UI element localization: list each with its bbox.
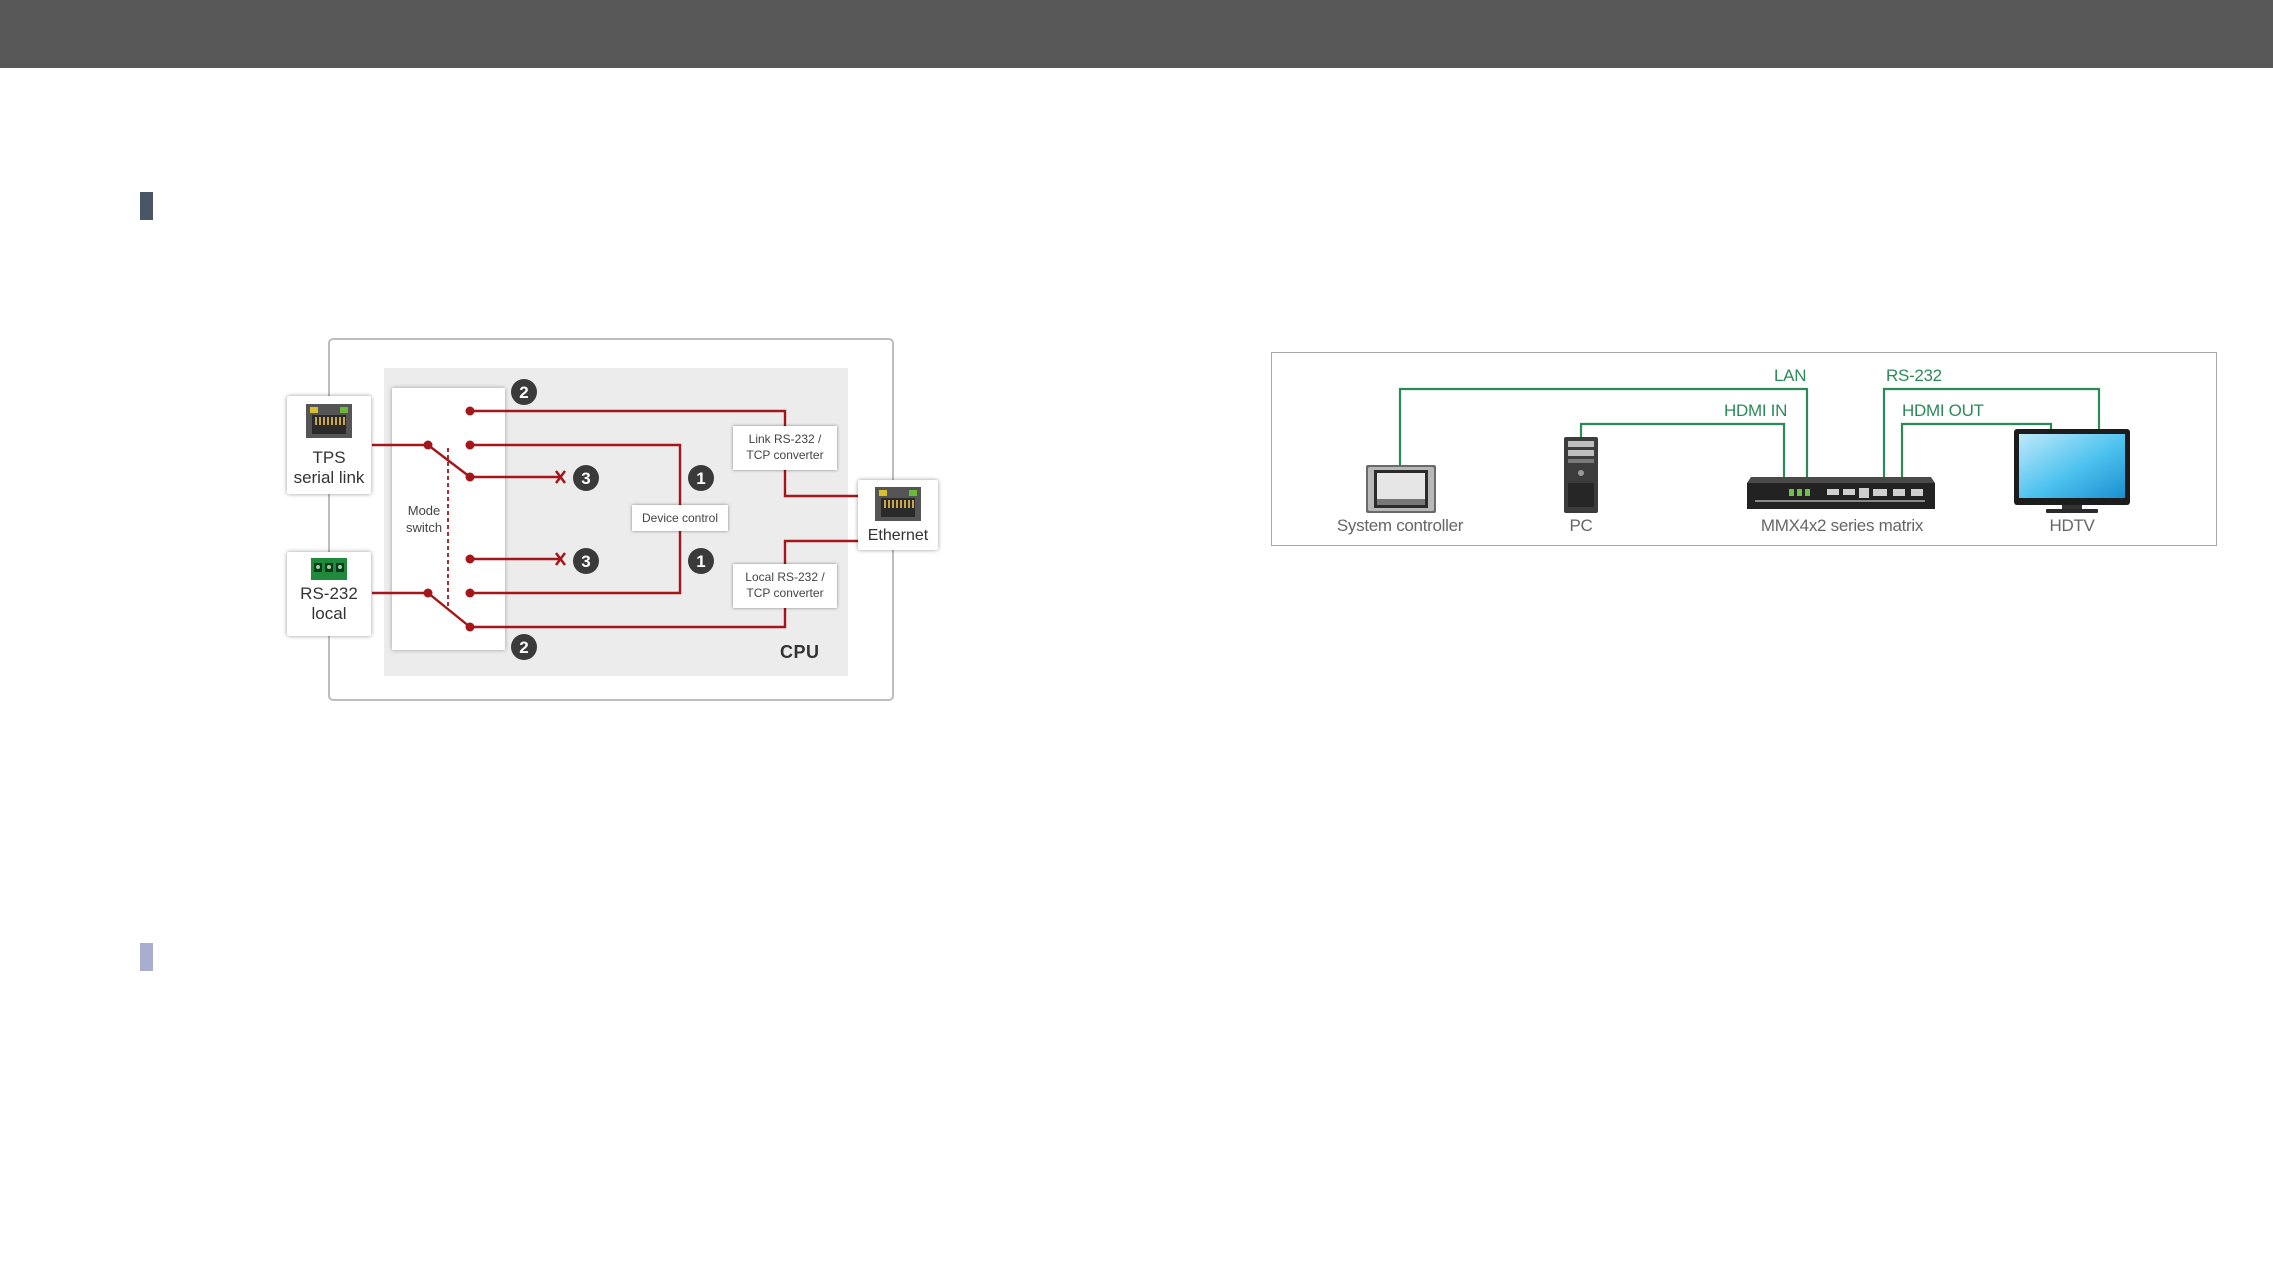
serial-routing-diagram: Mode switch xyxy=(280,330,950,710)
section-marker xyxy=(140,192,153,220)
rj45-port-icon xyxy=(875,487,921,521)
touch-panel-icon xyxy=(1366,465,1436,513)
badge-3: 3 xyxy=(581,552,590,571)
tv-icon xyxy=(2014,429,2130,513)
badge-1: 1 xyxy=(696,469,705,488)
local-converter-box: Local RS-232 / TCP converter xyxy=(733,564,837,608)
matrix-device-icon xyxy=(1745,473,1937,511)
ethernet-port-card: Ethernet xyxy=(858,480,938,550)
ethernet-label: Ethernet xyxy=(858,526,938,546)
system-controller-label: System controller xyxy=(1337,516,1463,536)
terminal-block-icon xyxy=(311,558,347,580)
hdmi-out-label: HDMI OUT xyxy=(1902,401,1984,421)
tps-label: TPS serial link xyxy=(287,448,371,488)
badges: 2 2 3 3 1 1 xyxy=(280,330,950,710)
hdtv-label: HDTV xyxy=(2049,516,2094,536)
rs232-port-card: RS-232 local xyxy=(287,552,371,636)
cpu-label: CPU xyxy=(780,642,820,663)
matrix-label: MMX4x2 series matrix xyxy=(1761,516,1923,536)
lan-label: LAN xyxy=(1774,366,1806,386)
pc-label: PC xyxy=(1569,516,1592,536)
link-converter-box: Link RS-232 / TCP converter xyxy=(733,426,837,470)
pc-tower-icon xyxy=(1562,437,1600,513)
device-control-box: Device control xyxy=(632,505,728,531)
badge-2: 2 xyxy=(519,638,528,657)
hdmi-in-label: HDMI IN xyxy=(1724,401,1787,421)
rj45-port-icon xyxy=(306,404,352,438)
badge-2: 2 xyxy=(519,383,528,402)
system-connection-diagram: LAN RS-232 HDMI IN HDMI OUT System contr… xyxy=(1271,352,2217,546)
rs232-local-label: RS-232 local xyxy=(287,584,371,624)
tps-port-card: TPS serial link xyxy=(287,396,371,494)
section-marker xyxy=(140,943,153,971)
badge-3: 3 xyxy=(581,469,590,488)
rs232-label: RS-232 xyxy=(1886,366,1942,386)
top-header-bar xyxy=(0,0,2273,68)
badge-1: 1 xyxy=(696,552,705,571)
